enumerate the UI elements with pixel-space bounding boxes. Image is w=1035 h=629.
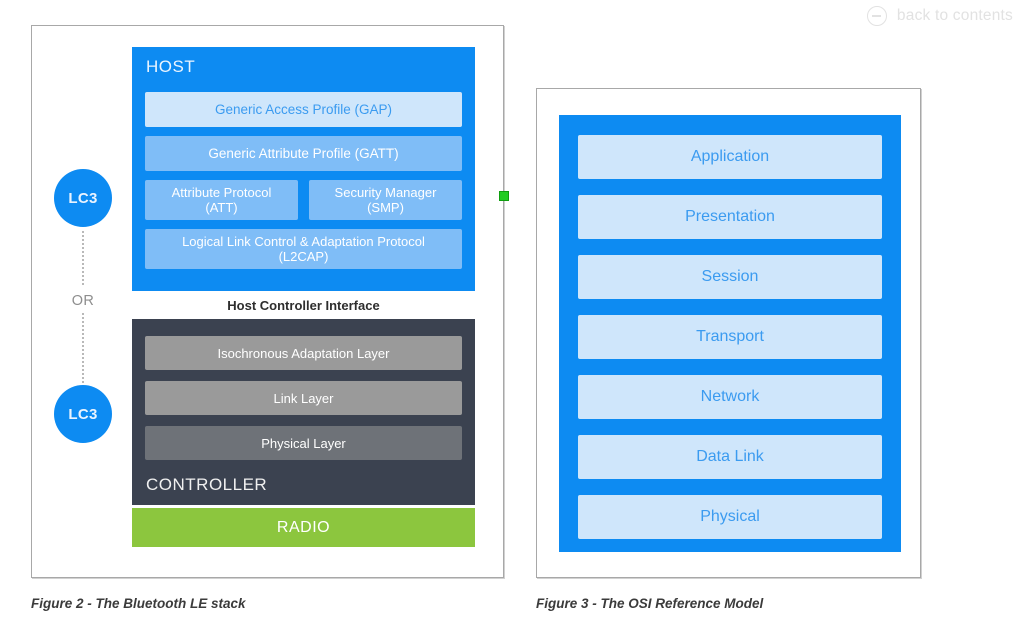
host-layer-l2cap: Logical Link Control & Adaptation Protoc…: [145, 229, 462, 269]
osi-layer-transport-label: Transport: [696, 328, 764, 345]
selection-handle-green[interactable]: [499, 191, 509, 201]
osi-layer-presentation-label: Presentation: [685, 208, 775, 225]
host-controller-interface-bar: Host Controller Interface: [124, 291, 483, 319]
host-block: HOST Generic Access Profile (GAP) Generi…: [132, 47, 475, 305]
host-layer-gatt: Generic Attribute Profile (GATT): [145, 136, 462, 171]
lc3-codec-top: LC3: [54, 169, 112, 227]
minus-circle-icon: [866, 6, 887, 26]
lc3-bottom-label: LC3: [68, 405, 98, 423]
osi-layer-physical-label: Physical: [700, 508, 760, 525]
host-title: HOST: [146, 57, 196, 76]
or-connector-upper: [82, 231, 84, 285]
hci-label: Host Controller Interface: [227, 297, 380, 313]
figure3-caption: Figure 3 - The OSI Reference Model: [536, 596, 764, 611]
controller-title: CONTROLLER: [146, 475, 268, 494]
osi-layer-session-label: Session: [701, 268, 759, 285]
host-layer-gatt-label: Generic Attribute Profile (GATT): [208, 145, 399, 161]
host-layer-att-label: Attribute Protocol (ATT): [171, 184, 272, 215]
back-to-contents-link[interactable]: back to contents: [866, 6, 1013, 26]
controller-layer-isochronous: Isochronous Adaptation Layer: [145, 336, 462, 370]
controller-layer-physical-label: Physical Layer: [261, 435, 346, 451]
host-layer-smp-label: Security Manager (SMP): [334, 184, 437, 215]
controller-layer-list: Isochronous Adaptation Layer Link Layer …: [145, 336, 462, 471]
osi-layer-datalink-label: Data Link: [696, 448, 764, 465]
osi-layer-transport: Transport: [578, 315, 882, 359]
back-to-contents-label: back to contents: [896, 7, 1013, 24]
or-label: OR: [71, 293, 95, 309]
osi-layer-network-label: Network: [700, 388, 760, 405]
osi-layer-application-label: Application: [690, 148, 770, 165]
lc3-codec-bottom: LC3: [54, 385, 112, 443]
osi-layer-physical: Physical: [578, 495, 882, 539]
host-layer-smp: Security Manager (SMP): [309, 180, 462, 220]
radio-block: RADIO: [132, 508, 475, 547]
host-layer-att-smp-row: Attribute Protocol (ATT) Security Manage…: [145, 180, 462, 220]
controller-layer-physical: Physical Layer: [145, 426, 462, 460]
figure2-caption: Figure 2 - The Bluetooth LE stack: [31, 596, 246, 611]
host-layer-l2cap-label: Logical Link Control & Adaptation Protoc…: [182, 233, 425, 264]
osi-layer-presentation: Presentation: [578, 195, 882, 239]
osi-layer-datalink: Data Link: [578, 435, 882, 479]
host-layer-list: Generic Access Profile (GAP) Generic Att…: [145, 92, 462, 278]
lc3-top-label: LC3: [68, 189, 98, 207]
controller-layer-link: Link Layer: [145, 381, 462, 415]
host-layer-gap-label: Generic Access Profile (GAP): [214, 101, 393, 117]
controller-block: Isochronous Adaptation Layer Link Layer …: [132, 311, 475, 505]
host-layer-gap: Generic Access Profile (GAP): [145, 92, 462, 127]
osi-layer-network: Network: [578, 375, 882, 419]
osi-stack: Application Presentation Session Transpo…: [559, 115, 901, 552]
osi-layer-session: Session: [578, 255, 882, 299]
radio-label: RADIO: [276, 518, 331, 536]
osi-layer-application: Application: [578, 135, 882, 179]
host-layer-att: Attribute Protocol (ATT): [145, 180, 298, 220]
controller-layer-isochronous-label: Isochronous Adaptation Layer: [217, 345, 390, 361]
or-connector-lower: [82, 313, 84, 383]
controller-layer-link-label: Link Layer: [273, 390, 334, 406]
